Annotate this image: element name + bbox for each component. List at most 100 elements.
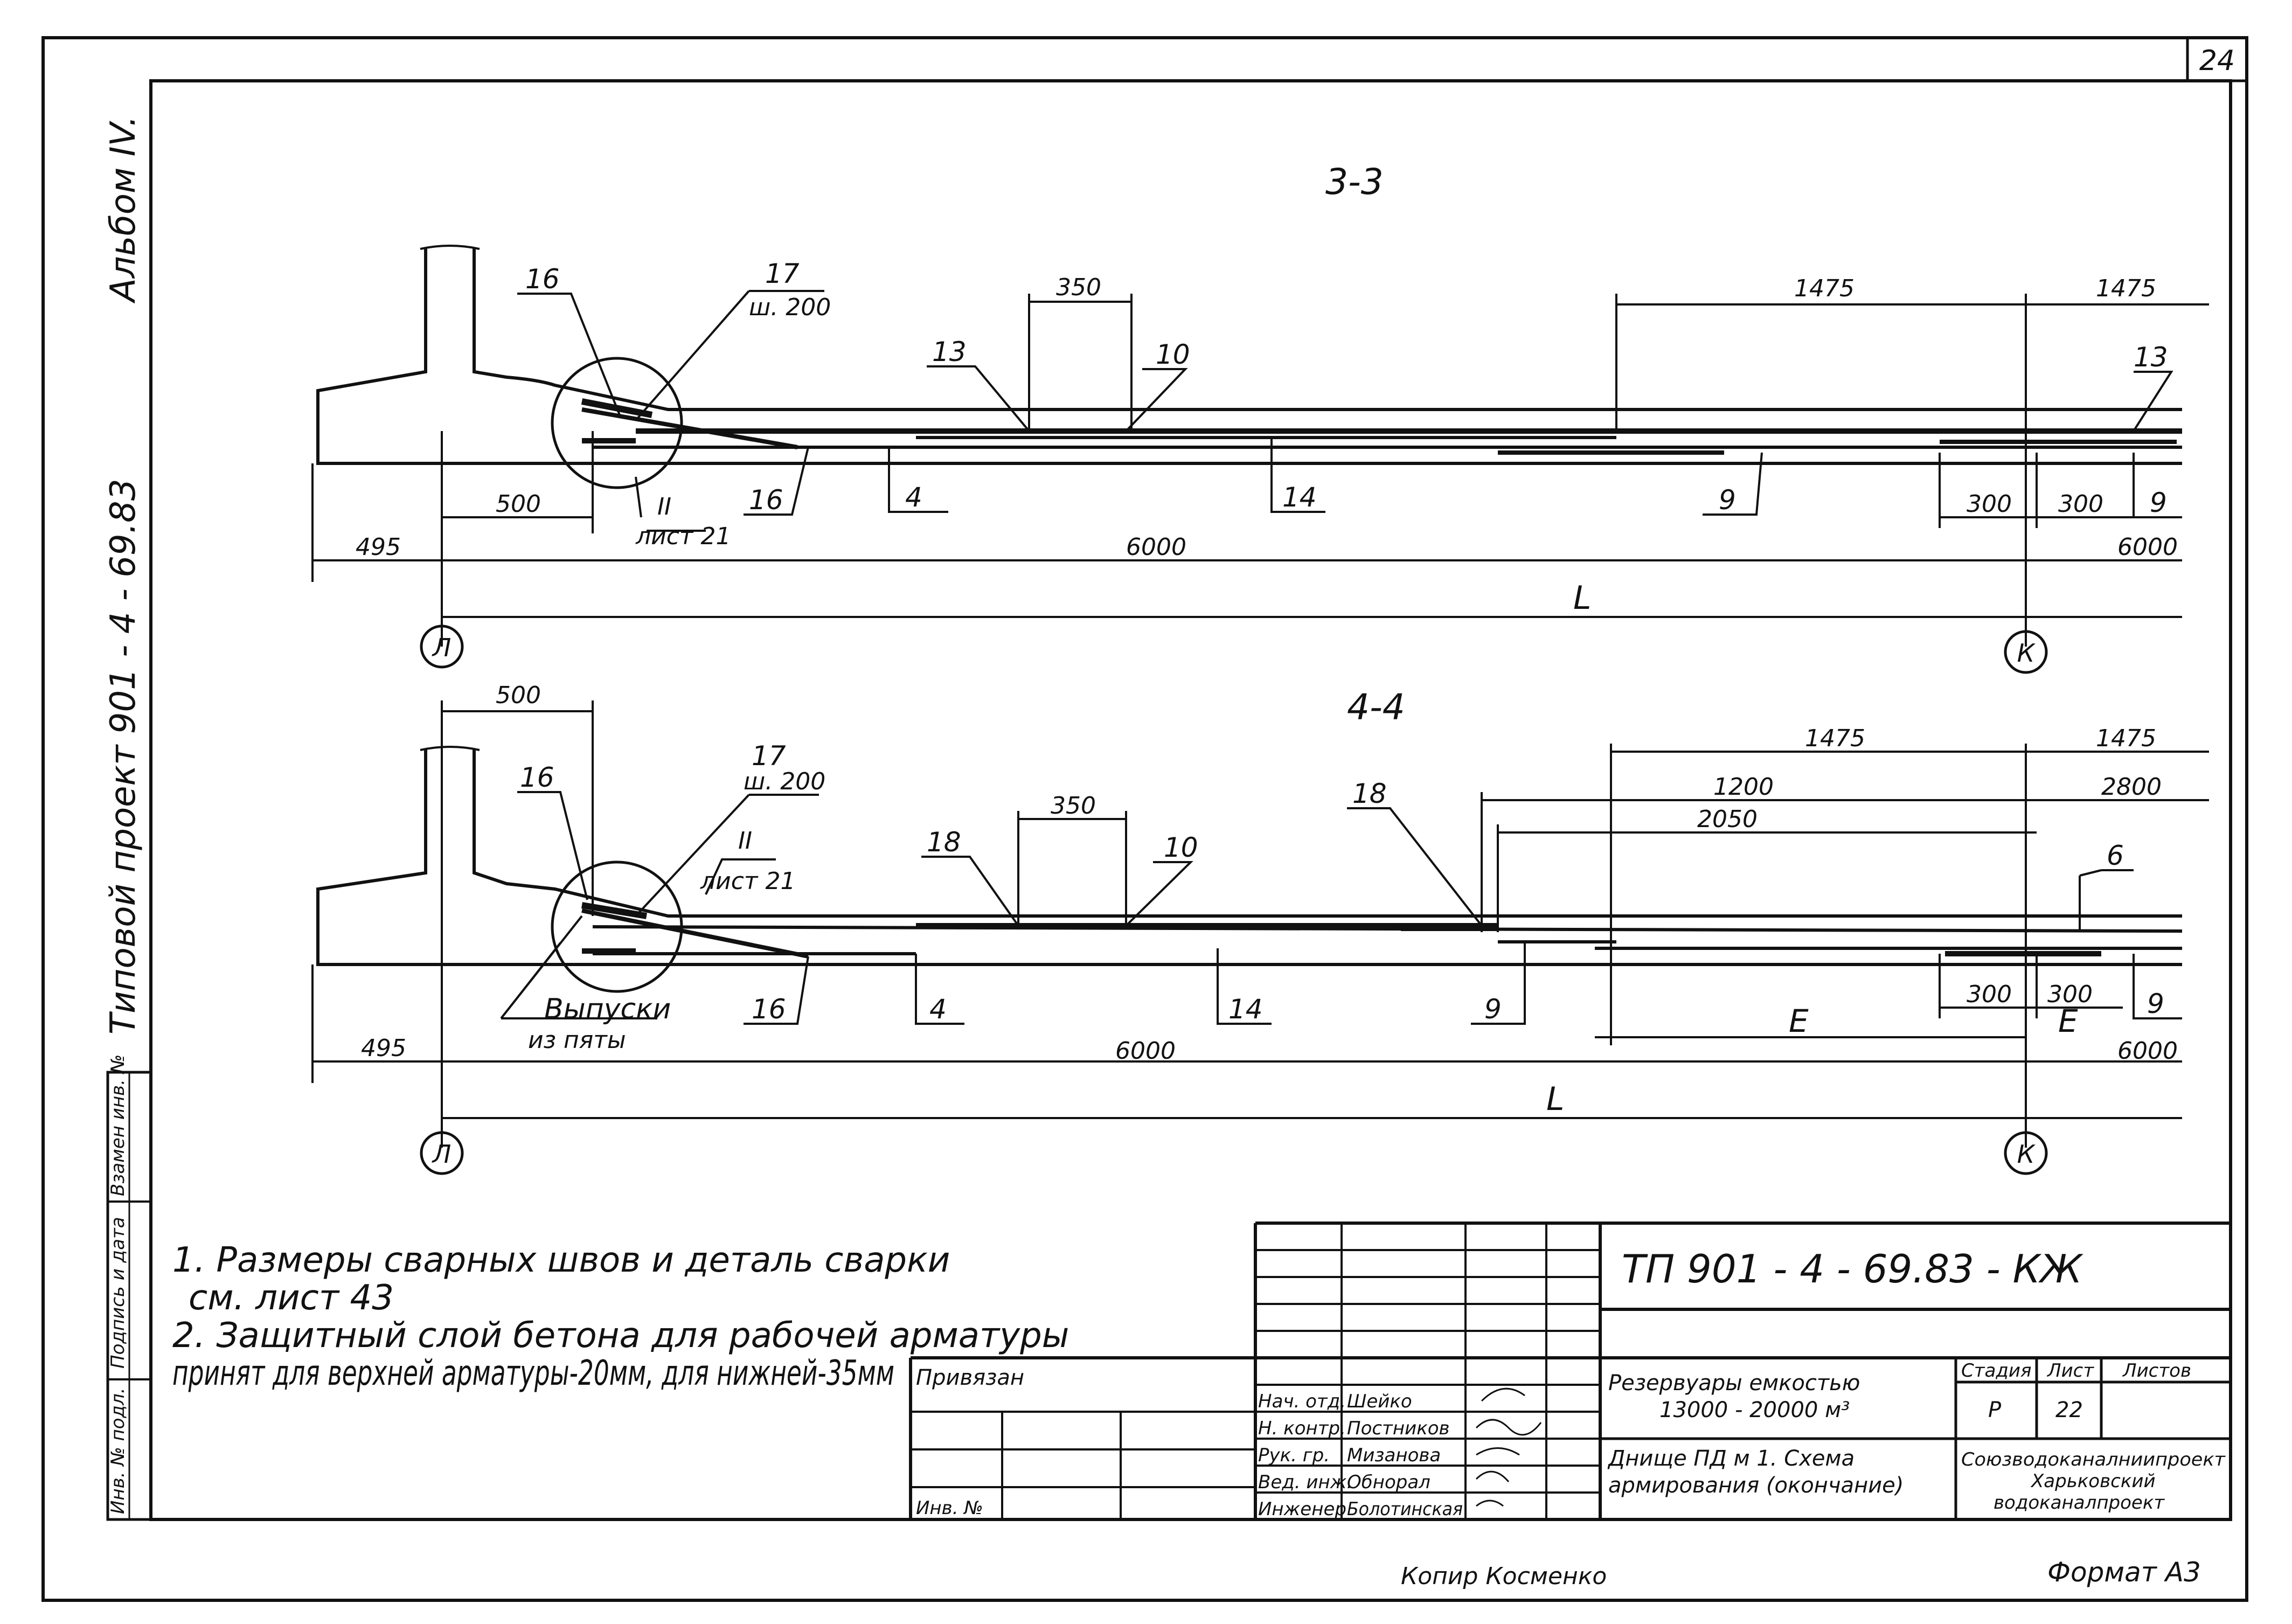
section-3-3-wall-outline (316, 248, 2182, 465)
s33-callout-10: 10 (1156, 339, 1190, 370)
s44-dim-6000r: 6000 (2117, 1037, 2178, 1065)
tb-role-2: Н. контр. (1258, 1418, 1346, 1439)
tb-drawing-title-2: армирования (окончание) (1608, 1473, 1904, 1498)
tb-org-1: Союзводоканалниипроект (1961, 1449, 2226, 1470)
tb-project-title-2: 13000 - 20000 м³ (1659, 1398, 1850, 1422)
s33-axis-K-bubble (2004, 630, 2048, 674)
section-4-4-wall-outline (316, 749, 2182, 966)
s33-callout-4: 4 (905, 482, 922, 513)
s33-callout-17sub: ш. 200 (749, 294, 831, 321)
tb-role-1: Нач. отд. (1258, 1391, 1346, 1412)
s44-callout-16b: 16 (752, 994, 786, 1025)
s44-callout-4: 4 (929, 994, 947, 1025)
tb-role-4: Вед. инж. (1258, 1472, 1352, 1493)
tb-inv: Инв. № (916, 1497, 983, 1519)
sheet-number: 24 (2199, 45, 2235, 77)
tb-col-stage: Стадия (1961, 1360, 2031, 1382)
s44-dim-2050: 2050 (1697, 806, 1758, 833)
section-4-4-title: 4-4 (1347, 686, 1405, 728)
title-block: Привязан Инв. № Нач. отд. Н. контр. Рук.… (909, 1222, 2231, 1520)
tb-name-5: Болотинская (1347, 1498, 1463, 1520)
s44-dim-6000: 6000 (1115, 1037, 1176, 1065)
s33-dim-350: 350 (1056, 274, 1101, 301)
s33-dim-495: 495 (356, 533, 401, 561)
s44-dim-300a: 300 (1967, 981, 2012, 1008)
tb-name-3: Мизанова (1347, 1445, 1441, 1466)
s44-outlets: Выпуски (544, 993, 671, 1025)
s44-dim-E2: Е (2058, 1003, 2078, 1039)
s33-callout-16a: 16 (525, 263, 560, 295)
s44-callout-16a: 16 (520, 762, 554, 793)
s44-axis-left: Л (432, 1140, 452, 1169)
s44-callout-10: 10 (1164, 832, 1198, 863)
s44-callout-9r: 9 (2147, 988, 2164, 1019)
tb-org-3: водоканалпроект (1994, 1492, 2165, 1514)
notes: 1. Размеры сварных швов и деталь сварки … (172, 1240, 1069, 1393)
tb-code: ТП 901 - 4 - 69.83 - КЖ (1622, 1246, 2084, 1292)
tb-name-2: Постников (1347, 1418, 1450, 1439)
s33-ref-sheet: лист 21 (635, 523, 731, 550)
s33-callout-9r: 9 (2150, 487, 2167, 518)
tb-role-5: Инженер (1258, 1498, 1346, 1520)
s44-dim-350: 350 (1051, 792, 1096, 820)
s44-callout-18: 18 (927, 827, 961, 858)
s44-ref-num: II (738, 827, 752, 855)
s33-dim-1475a: 1475 (1794, 275, 1855, 302)
s33-dim-300a: 300 (1967, 490, 2012, 518)
s33-axis-left: Л (432, 633, 452, 662)
outer-frame (41, 36, 2248, 1602)
format-label: Формат А3 (2047, 1557, 2201, 1588)
s33-callout-17: 17 (765, 258, 800, 289)
s44-dim-300b: 300 (2047, 981, 2093, 1008)
section-3-3: 3-3 350 1475 1475 500 495 6000 6000 300 … (311, 161, 2209, 674)
tb-col-sheets: Листов (2122, 1360, 2191, 1382)
s33-dim-6000r: 6000 (2117, 533, 2178, 561)
s33-callout-13r: 13 (2134, 342, 2168, 373)
s44-axis-L-bubble (420, 1131, 464, 1175)
tb-col-sheet: Лист (2046, 1360, 2094, 1382)
s44-dim-1475: 1475 (1805, 725, 1865, 752)
stamp-inv: Инв. № подл. (107, 1387, 129, 1514)
side-title: Типовой проект 901 - 4 - 69.83 (103, 479, 143, 1035)
tb-role-3: Рук. гр. (1258, 1445, 1330, 1466)
album-label: Альбом IV. (103, 116, 143, 304)
s33-callout-9: 9 (1719, 484, 1736, 516)
tb-sheet-no: 22 (2055, 1398, 2083, 1422)
s44-callout-9: 9 (1484, 994, 1502, 1025)
section-3-3-detail-circle (551, 357, 683, 489)
note-line-3: 2. Защитный слой бетона для рабочей арма… (172, 1316, 1069, 1356)
stamp-replace: Взамен инв. № (107, 1054, 129, 1196)
s44-callout-14: 14 (1228, 994, 1263, 1025)
tb-name-1: Шейко (1347, 1391, 1412, 1412)
tb-stage: Р (1988, 1398, 2002, 1422)
note-line-2: см. лист 43 (189, 1278, 394, 1318)
tb-org-2: Харьковский (2030, 1470, 2156, 1492)
s33-dim-6000: 6000 (1126, 533, 1186, 561)
s44-callout-6: 6 (2107, 840, 2124, 871)
s44-callout-17sub: ш. 200 (744, 768, 825, 795)
s33-dim-300b: 300 (2058, 490, 2103, 518)
s44-dim-2800: 2800 (2101, 773, 2162, 801)
s44-outlets-sub: из пяты (528, 1026, 626, 1054)
section-4-4: 4-4 500 350 1475 1475 1200 2800 2050 495… (311, 682, 2209, 1175)
s33-callout-16b: 16 (749, 484, 783, 516)
tb-signatures (1475, 1387, 1542, 1507)
section-4-4-detail-circle (551, 860, 683, 993)
s44-dim-1200: 1200 (1713, 773, 1774, 801)
s33-dim-1475b: 1475 (2096, 275, 2156, 302)
tb-project-title-1: Резервуары емкостью (1608, 1371, 1860, 1396)
s33-dim-L: L (1573, 579, 1591, 617)
s33-dim-500: 500 (496, 490, 541, 518)
s44-dim-495: 495 (361, 1035, 406, 1062)
s44-ref-sheet: лист 21 (700, 867, 796, 895)
tb-binding: Привязан (916, 1365, 1024, 1390)
s33-ref-num: II (657, 493, 671, 520)
stamp-sign: Подпись и дата (107, 1217, 129, 1369)
s33-axis-right: К (2017, 639, 2036, 668)
s44-dim-E1: Е (1789, 1003, 1809, 1039)
note-line-4: принят для верхней арматуры-20мм, для ни… (172, 1354, 894, 1393)
s44-axis-right: К (2017, 1140, 2036, 1169)
s44-dim-500: 500 (496, 682, 541, 709)
s44-axis-K-bubble (2004, 1131, 2048, 1175)
